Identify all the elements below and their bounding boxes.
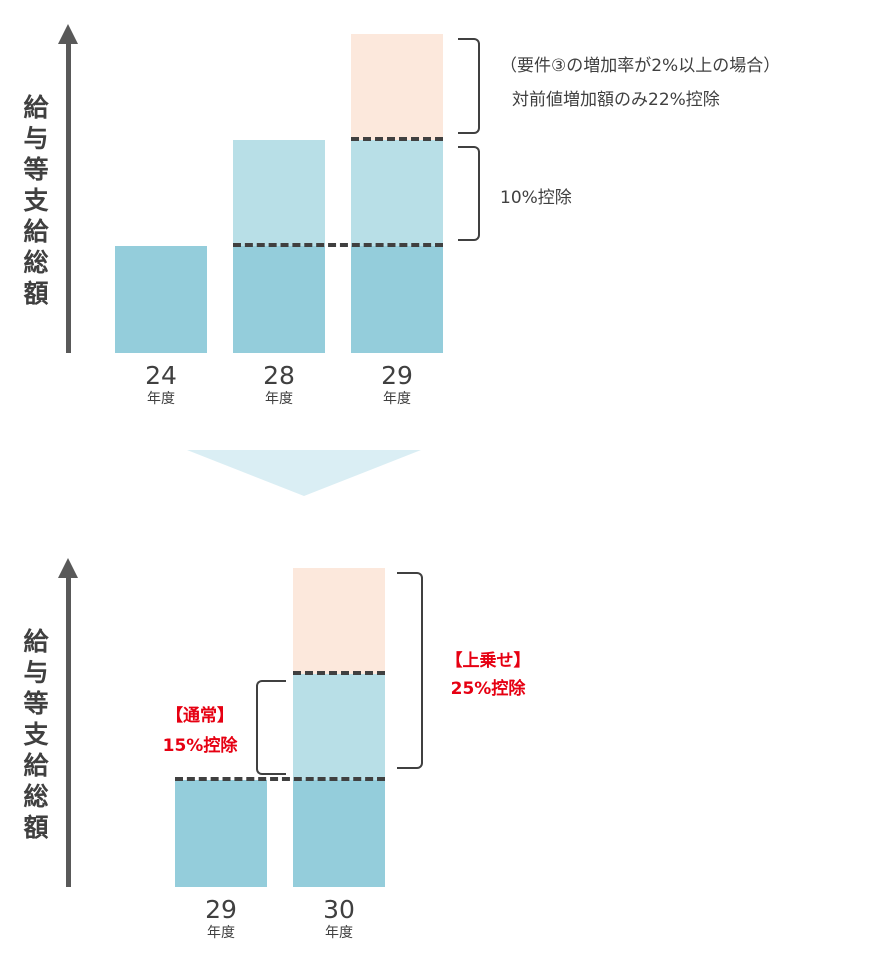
year-number: 29 — [381, 361, 413, 390]
y-axis-arrowhead — [58, 558, 78, 578]
year-number: 24 — [145, 361, 177, 390]
bar-24-base — [115, 246, 207, 353]
year-label-29: 29 年度 — [175, 896, 267, 942]
year-number: 30 — [323, 895, 355, 924]
bar-29-increase — [351, 140, 443, 246]
transition-arrow — [187, 450, 421, 496]
bar-29-extra — [351, 34, 443, 140]
year-label-29: 29 年度 — [351, 362, 443, 408]
year-label-30: 30 年度 — [293, 896, 385, 942]
year-label-28: 28 年度 — [233, 362, 325, 408]
bar-29-base — [175, 780, 267, 887]
y-axis-label: 給与等支給総額 — [23, 627, 49, 842]
year-unit: 年度 — [147, 391, 175, 407]
normal-title: 【通常】 — [166, 706, 234, 726]
bar-28-base — [233, 246, 325, 353]
bracket-extra — [458, 38, 480, 134]
year-unit: 年度 — [325, 925, 353, 941]
bar-30-increase — [293, 674, 385, 780]
bracket-increase — [458, 146, 480, 241]
normal-deduction-label: 【通常】 15%控除 — [140, 704, 260, 758]
extra-title: 【上乗せ】 — [445, 651, 531, 671]
year-unit: 年度 — [207, 925, 235, 941]
bar-29-base — [351, 246, 443, 353]
bracket-normal — [256, 680, 286, 775]
bar-30-base — [293, 780, 385, 887]
y-axis-line — [66, 574, 71, 887]
year-unit: 年度 — [265, 391, 293, 407]
y-axis-label: 給与等支給総額 — [23, 93, 49, 308]
y-axis-arrowhead — [58, 24, 78, 44]
year-unit: 年度 — [383, 391, 411, 407]
note-22-percent: 対前値増加額のみ22%控除 — [512, 90, 720, 110]
dashed-line-prev — [351, 137, 443, 141]
note-condition: （要件③の増加率が2%以上の場合） — [500, 56, 781, 76]
year-number: 28 — [263, 361, 295, 390]
year-number: 29 — [205, 895, 237, 924]
y-axis-line — [66, 40, 71, 353]
note-10-percent: 10%控除 — [500, 188, 572, 208]
year-label-24: 24 年度 — [115, 362, 207, 408]
extra-deduction-label: 【上乗せ】 25%控除 — [428, 649, 548, 701]
bar-28-increase — [233, 140, 325, 246]
dashed-line-prev — [293, 671, 385, 675]
bar-30-extra — [293, 568, 385, 674]
bracket-extra — [397, 572, 423, 769]
dashed-line-base — [233, 243, 443, 247]
extra-value: 25%控除 — [450, 679, 526, 699]
normal-value: 15%控除 — [162, 736, 238, 756]
dashed-line-base — [175, 777, 385, 781]
